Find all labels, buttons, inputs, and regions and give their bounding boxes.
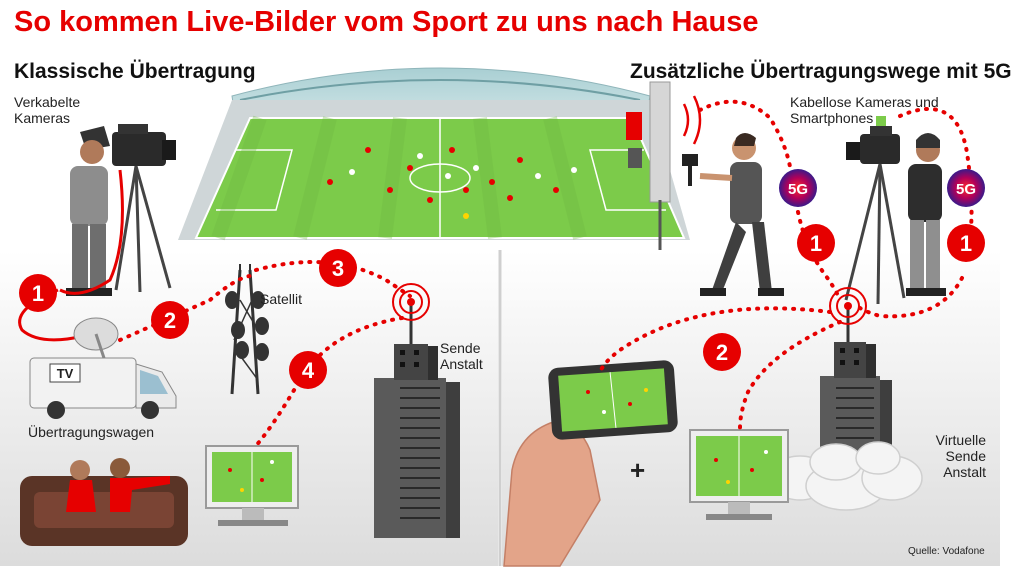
step-badge-right-1b [947,224,985,262]
5g-label-left: 5G [788,181,808,198]
camera-operator-right [844,116,946,305]
step-badge-left-3 [319,249,357,287]
virtual-broadcaster-label: Virtuelle Sende Anstalt [935,432,986,481]
left-transmission-paths [118,260,412,450]
camera-operator-left [59,124,176,296]
broadcaster-label: Sende Anstalt [440,340,483,373]
left-heading: Klassische Übertragung [14,60,256,83]
wireless-cameras-label: Kabellose Kameras und Smartphones [790,94,939,127]
infographic-canvas: 1 2 3 4 1 1 2 5G 5G TV [0,67,1000,567]
viewers-on-couch [20,458,188,546]
badge-5g-right [947,169,985,207]
ob-van [29,317,177,419]
step-badge-left-1 [19,274,57,312]
monitor-right [689,429,789,520]
broadcaster-building-left [374,283,460,538]
step-number-left-4: 4 [302,358,315,383]
satellite-label: Satellit [260,291,303,307]
satellite-tower [225,264,269,395]
plus-sign: + [630,455,646,485]
source-note: Quelle: Vodafone [908,546,985,557]
right-heading: Zusätzliche Übertragungswege mit 5G [630,60,1012,83]
step-badges [19,169,985,389]
step-badge-left-2 [151,301,189,339]
virtual-broadcaster-building [769,342,923,511]
step-number-right-1b: 1 [960,231,972,256]
step-badge-right-2 [703,333,741,371]
step-number-right-2: 2 [716,340,728,365]
step-number-right-1a: 1 [810,231,822,256]
players-white [349,153,577,179]
antenna-mast-5g [626,81,702,250]
tv-left [205,445,299,526]
step-badge-left-4 [289,351,327,389]
ob-van-label: Übertragungswagen [28,424,155,440]
hand-with-smartphone [503,360,678,567]
step-number-left-1: 1 [32,281,44,306]
step-badge-labels: 1 2 3 4 1 1 2 5G 5G TV [32,181,976,383]
wired-cameras-label: Verkabelte Kameras [14,94,81,127]
smartphone-operator [682,133,784,296]
van-sign: TV [57,366,74,381]
5g-label-right: 5G [956,181,976,198]
page-title: So kommen Live-Bilder vom Sport zu uns n… [14,6,759,38]
step-number-left-2: 2 [164,308,176,333]
receiver-antenna-right [829,287,867,342]
step-number-left-3: 3 [332,256,344,281]
step-badge-right-1a [797,224,835,262]
stadium-illustration [178,67,690,241]
badge-5g-left [779,169,817,207]
players [327,147,559,203]
